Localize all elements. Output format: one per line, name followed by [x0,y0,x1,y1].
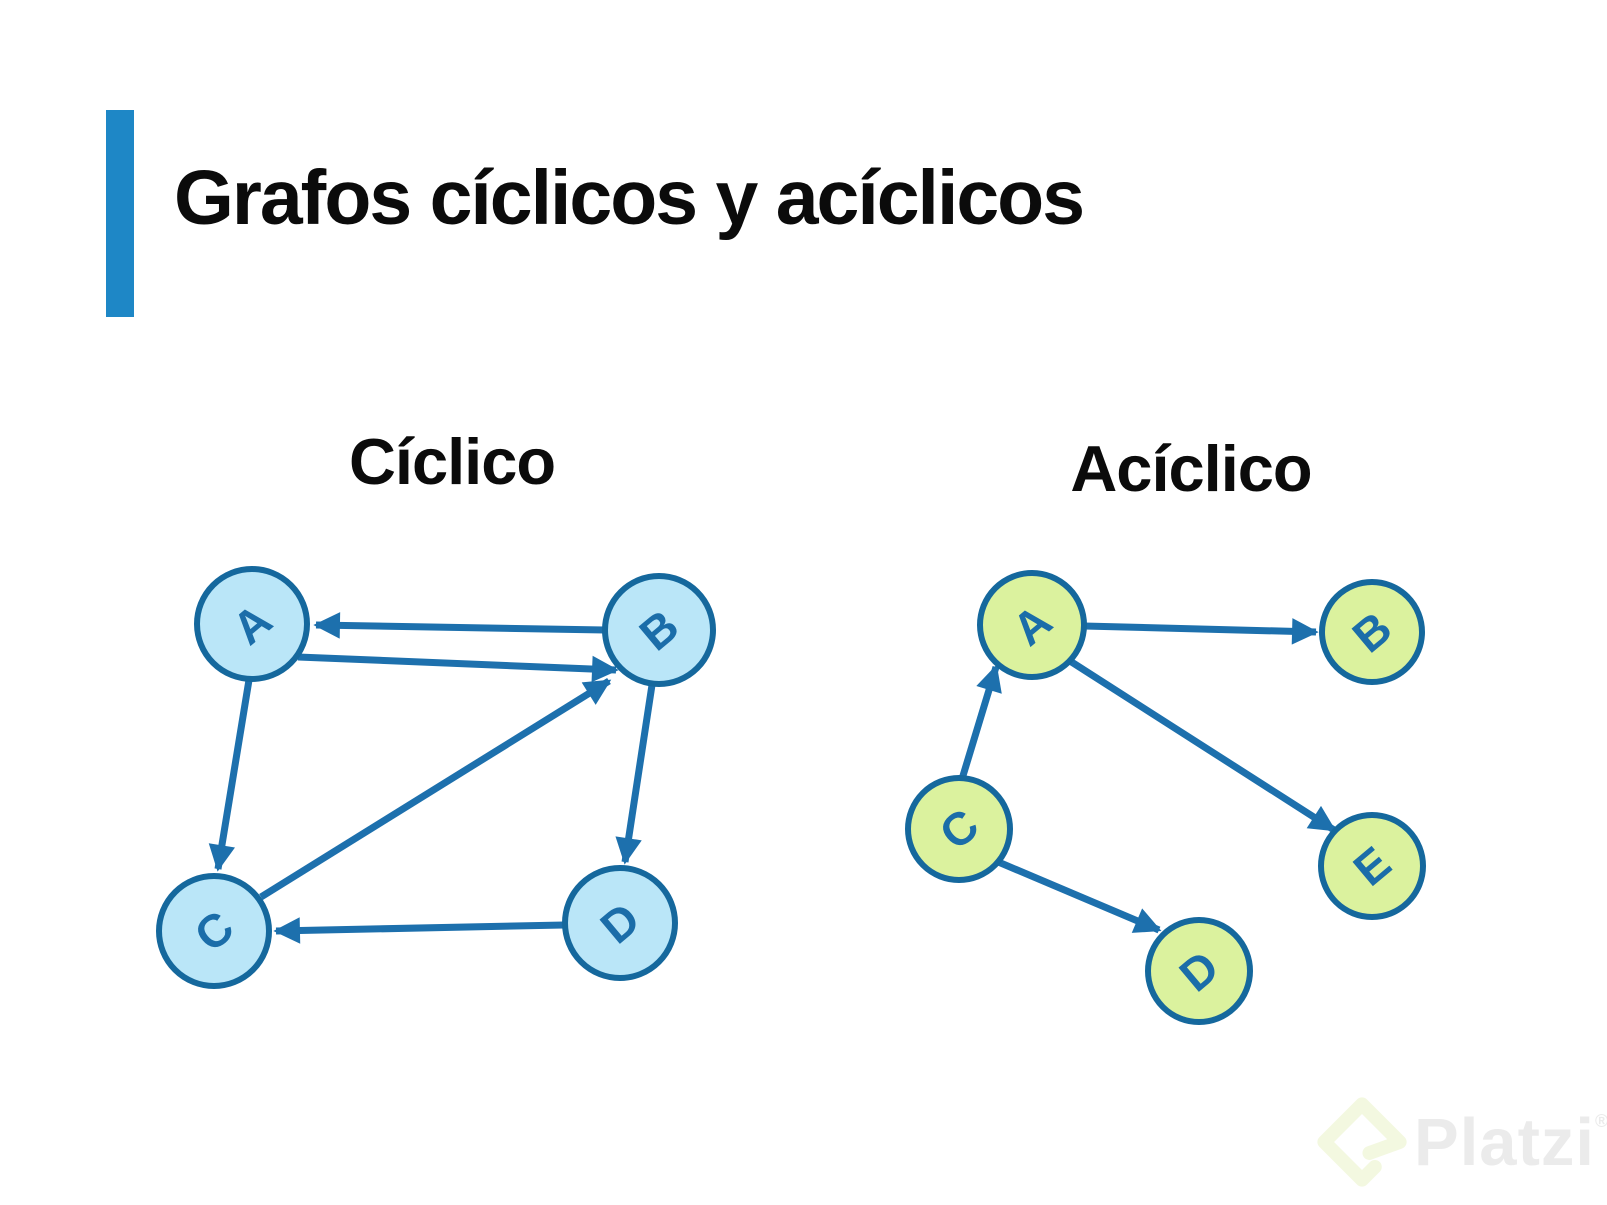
node-circle [156,873,272,989]
edge-C-to-B [259,678,612,900]
page-title: Grafos cíclicos y acíclicos [174,155,1085,241]
watermark: Platzi® [1316,1094,1607,1190]
node-circle [977,570,1087,680]
edge-A-to-E [1068,658,1337,833]
node-circle [602,573,716,687]
acyclic-graph-label: Acíclico [1070,432,1312,505]
edge-A-to-B [1083,618,1319,645]
edge-B-to-A [313,612,606,639]
node-acyclic-E: E [1318,812,1426,920]
node-acyclic-B: B [1319,579,1425,685]
title-accent-bar [106,110,134,317]
edge-A-to-B [297,653,619,683]
edge-A-to-C [208,679,253,872]
node-acyclic-C: C [905,775,1013,883]
node-circle [562,865,678,981]
node-cyclic-D: D [562,865,678,981]
node-cyclic-C: C [156,873,272,989]
node-cyclic-B: B [602,573,716,687]
node-circle [194,566,310,682]
node-circle [905,775,1013,883]
node-cyclic-A: A [194,566,310,682]
platzi-diamond-icon [1317,1097,1407,1187]
cyclic-graph-label: Cíclico [348,425,556,498]
node-circle [1145,917,1253,1025]
cyclic-graph: A B C D [156,566,716,989]
acyclic-graph: A B C DE [905,570,1426,1025]
watermark-reg-symbol: ® [1595,1110,1607,1131]
node-circle [1318,812,1426,920]
node-acyclic-D: D [1145,917,1253,1025]
node-acyclic-A: A [977,570,1087,680]
edge-B-to-D [615,684,656,865]
edge-D-to-C [273,917,565,944]
node-circle [1319,579,1425,685]
edge-C-to-D [994,857,1162,934]
watermark-text: Platzi® [1414,1109,1607,1176]
edge-C-to-A [958,664,1002,781]
